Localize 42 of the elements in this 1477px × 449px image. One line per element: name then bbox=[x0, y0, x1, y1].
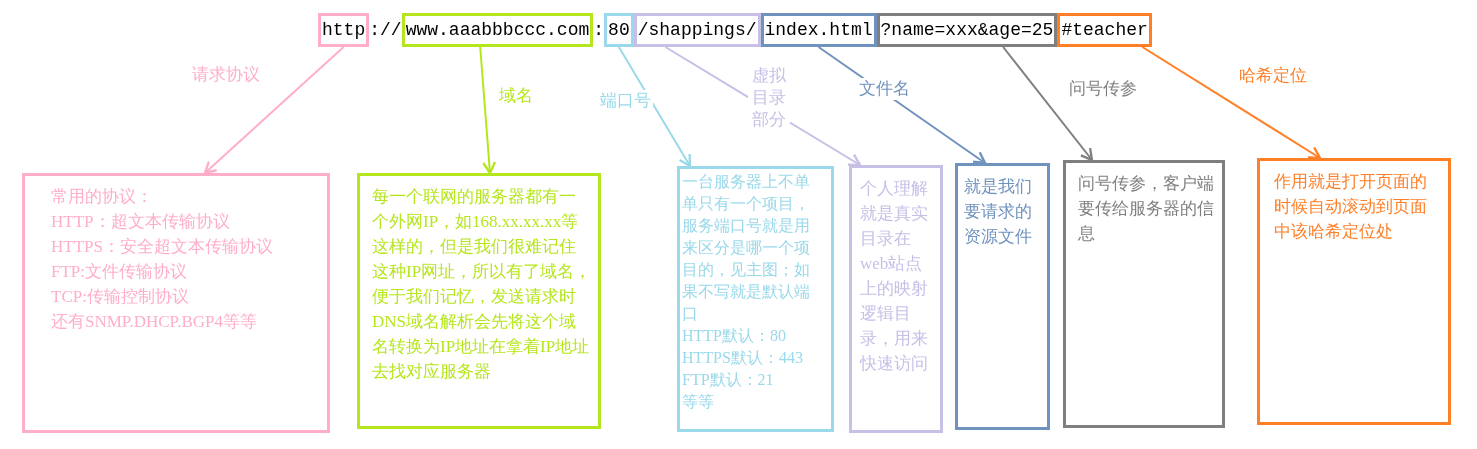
description-text: 一台服务器上不单单只有一个项目，服务端口号就是用来区分是哪一个项目的，见主图；如果不写就是默认端口 bbox=[682, 172, 811, 324]
description-box bbox=[1063, 160, 1225, 428]
description-box bbox=[849, 165, 943, 433]
description-box bbox=[677, 166, 834, 432]
edge-label: 虚拟目录部分 bbox=[748, 65, 790, 131]
description-text: FTP:文件传输协议 bbox=[51, 261, 189, 283]
url-segment: #teacher bbox=[1057, 13, 1152, 47]
description-text: HTTP：超文本传输协议 bbox=[51, 211, 231, 233]
url-segment: ?name=xxx&age=25 bbox=[876, 13, 1058, 47]
description-text: 每一个联网的服务器都有一个外网IP，如168.xx.xx.xx等这样的，但是我们很难记住这种IP网址，所以有了域名，便于我们记忆，发送请求时DNS域名解析会先将这个域名转换为IP地址在拿着IP地址去找对应服务器 bbox=[372, 186, 592, 383]
description-text: 还有SNMP.DHCP.BGP4等等 bbox=[51, 311, 258, 333]
url-segment: index.html bbox=[760, 13, 877, 47]
description-text: 就是我们要请求的资源文件 bbox=[964, 176, 1033, 248]
edge-label: 端口号 bbox=[598, 90, 653, 112]
description-text: 个人理解就是真实目录在web站点上的映射逻辑目录，用来快速访问 bbox=[860, 178, 929, 375]
edge-label: 问号传参 bbox=[1067, 78, 1139, 100]
url-segment: 80 bbox=[604, 13, 634, 47]
arrow bbox=[1141, 46, 1322, 160]
url-separator: :// bbox=[369, 19, 402, 42]
description-box bbox=[1257, 158, 1451, 425]
description-box bbox=[22, 173, 330, 433]
description-box bbox=[955, 163, 1050, 430]
description-text: 等等 bbox=[682, 392, 715, 412]
description-text: HTTPS：安全超文本传输协议 bbox=[51, 236, 274, 258]
arrow bbox=[203, 46, 345, 175]
description-box bbox=[357, 173, 601, 429]
url-segment: www.aaabbbccc.com bbox=[401, 13, 594, 47]
url-separator: : bbox=[593, 19, 605, 42]
url-segment: /shappings/ bbox=[633, 13, 761, 47]
edge-label: 请求协议 bbox=[190, 64, 262, 86]
edge-label: 哈希定位 bbox=[1237, 65, 1309, 87]
arrow bbox=[1002, 46, 1094, 162]
description-text: 常用的协议： bbox=[51, 186, 154, 208]
description-text: 作用就是打开页面的时候自动滚动到页面中该哈希定位处 bbox=[1274, 171, 1428, 243]
description-text: HTTP默认：80 bbox=[682, 326, 787, 346]
arrow bbox=[617, 46, 692, 168]
description-text: FTP默认：21 bbox=[682, 370, 775, 390]
description-text: TCP:传输控制协议 bbox=[51, 286, 190, 308]
url-segment: http bbox=[318, 13, 370, 47]
arrow bbox=[479, 46, 497, 175]
description-text: 问号传参，客户端要传给服务器的信息 bbox=[1078, 173, 1215, 245]
description-text: HTTPS默认：443 bbox=[682, 348, 804, 368]
